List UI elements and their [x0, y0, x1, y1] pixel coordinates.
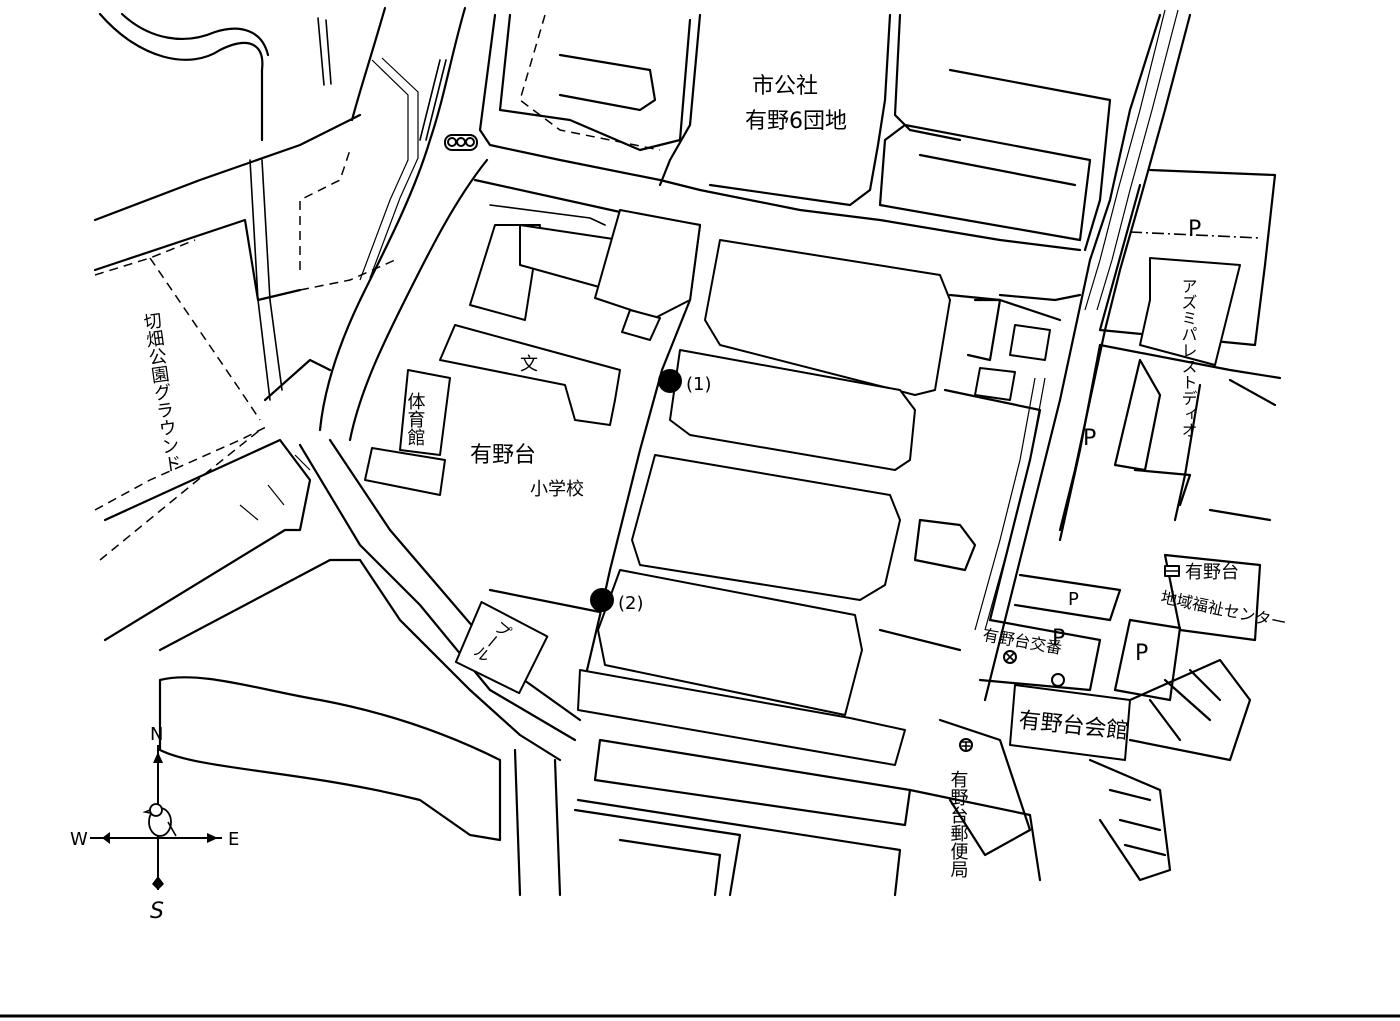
- gym-label: 体育館: [405, 392, 426, 446]
- school-grounds: [364, 178, 702, 702]
- park-area: [93, 113, 396, 652]
- traffic-light-icon: [444, 134, 478, 151]
- school-symbol-label: 文: [520, 354, 538, 375]
- city-blocks: [513, 239, 1062, 897]
- right-blocks: [978, 168, 1282, 882]
- parking-label-1: P: [1188, 217, 1201, 242]
- point-marker-1[interactable]: (1): [658, 369, 712, 395]
- post-office-label: 有野台郵便局: [948, 770, 969, 879]
- west-arrow-icon: [102, 832, 110, 844]
- south-arrow-icon: [152, 876, 164, 890]
- school-name-label: 有野台: [470, 443, 536, 468]
- point-1-label: (1): [686, 374, 712, 395]
- parking-label-2: P: [1083, 426, 1096, 451]
- welfare-icon: [1164, 565, 1180, 577]
- compass-e: E: [228, 829, 239, 850]
- parking-label-5: P: [1135, 641, 1148, 666]
- hall-building: [1009, 673, 1131, 761]
- mid-right-blocks: [878, 298, 1051, 857]
- apartment-label: アズミパレストディオ: [1179, 278, 1198, 438]
- welfare-name-label: 有野台: [1185, 562, 1239, 583]
- bird-icon: [142, 803, 177, 837]
- compass: N E W S: [70, 724, 239, 924]
- main-road: [318, 6, 489, 442]
- point-2-label: (2): [618, 593, 644, 614]
- compass-n: N: [150, 724, 163, 745]
- compass-s: S: [150, 899, 164, 924]
- canal: [158, 438, 582, 842]
- danchi-label: 有野6団地: [745, 109, 847, 134]
- parking-label-4: P: [1052, 626, 1065, 651]
- school-sub-label: 小学校: [530, 479, 584, 500]
- parking-label-3: P: [1068, 589, 1079, 610]
- point-marker-2[interactable]: (2): [590, 588, 644, 614]
- east-arrow-icon: [207, 833, 218, 843]
- post-office-icon: [959, 738, 973, 752]
- city-corp-label: 市公社: [752, 74, 818, 99]
- danchi-blocks: [478, 13, 1112, 252]
- river: [98, 12, 332, 142]
- compass-w: W: [70, 829, 88, 850]
- north-arrow-icon: [153, 752, 163, 763]
- koban-icon: [1003, 650, 1017, 664]
